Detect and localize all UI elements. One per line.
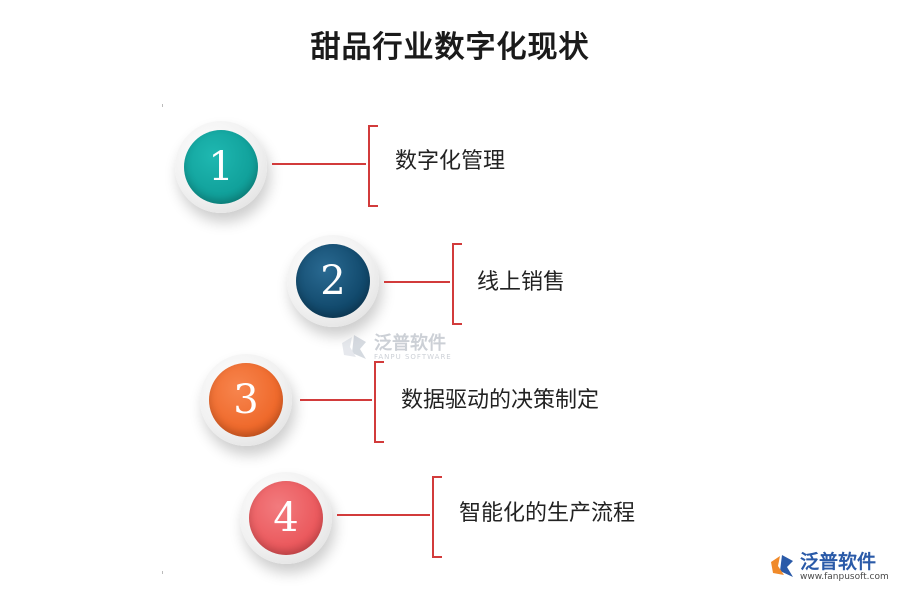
step-1-bracket bbox=[368, 125, 378, 207]
step-1-number: 1 bbox=[208, 144, 234, 190]
step-1: 1 数字化管理 bbox=[175, 115, 695, 215]
step-3-number-badge: 3 bbox=[209, 363, 283, 437]
step-1-label: 数字化管理 bbox=[395, 149, 506, 174]
watermark-corner-url: www.fanpusoft.com bbox=[800, 572, 889, 582]
step-1-connector bbox=[272, 163, 366, 165]
brand-logo-icon bbox=[771, 555, 793, 577]
watermark-center-brand: 泛普软件 bbox=[374, 333, 446, 354]
brand-logo-icon bbox=[342, 335, 366, 359]
page-title: 甜品行业数字化现状 bbox=[310, 30, 590, 65]
step-2-disc: 2 bbox=[287, 235, 379, 327]
step-2-connector bbox=[384, 281, 450, 283]
step-2-bracket bbox=[452, 243, 462, 325]
step-1-disc: 1 bbox=[175, 121, 267, 213]
step-1-number-badge: 1 bbox=[184, 130, 258, 204]
step-4-bracket bbox=[432, 476, 442, 558]
step-4-connector bbox=[337, 514, 430, 516]
step-3-number: 3 bbox=[233, 377, 259, 423]
step-3: 3 数据驱动的决策制定 bbox=[200, 348, 720, 448]
step-4-label: 智能化的生产流程 bbox=[459, 501, 636, 526]
step-3-connector bbox=[300, 399, 372, 401]
step-3-bracket bbox=[374, 361, 384, 443]
step-4-number-badge: 4 bbox=[249, 481, 323, 555]
step-3-disc: 3 bbox=[200, 354, 292, 446]
step-2-label: 线上销售 bbox=[477, 270, 566, 295]
step-4-number: 4 bbox=[273, 495, 299, 541]
step-2-number: 2 bbox=[320, 258, 346, 304]
watermark-center: 泛普软件 FANPU SOFTWARE bbox=[338, 333, 452, 363]
corner-tick-bottom bbox=[162, 571, 163, 574]
watermark-center-brand-en: FANPU SOFTWARE bbox=[374, 353, 452, 361]
step-3-label: 数据驱动的决策制定 bbox=[401, 388, 600, 413]
corner-tick-top bbox=[162, 104, 163, 107]
step-4-disc: 4 bbox=[240, 472, 332, 564]
step-2-number-badge: 2 bbox=[296, 244, 370, 318]
watermark-corner: 泛普软件 www.fanpusoft.com bbox=[768, 552, 889, 582]
watermark-corner-brand: 泛普软件 bbox=[800, 551, 877, 573]
step-2: 2 线上销售 bbox=[287, 229, 807, 329]
step-4: 4 智能化的生产流程 bbox=[240, 466, 760, 566]
